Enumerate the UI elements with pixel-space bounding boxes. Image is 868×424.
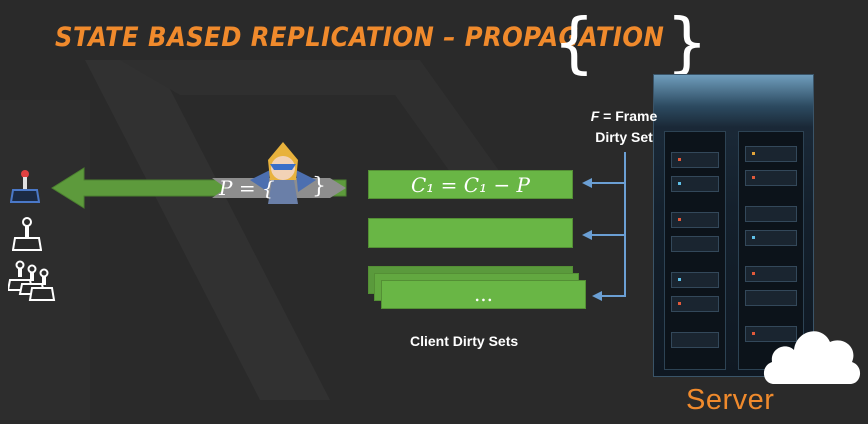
slide-title: STATE BASED REPLICATION – PROPAGATION (55, 22, 665, 53)
client-dirty-set-1-text: C₁ = C₁ − P (410, 173, 531, 197)
joystick-icon-2 (12, 217, 42, 251)
server-rack-icon (653, 74, 814, 377)
client-dirty-set-3: ... (381, 280, 586, 309)
joystick-icon (10, 170, 40, 203)
frame-dirty-set-label: F = Frame Dirty Set (574, 106, 674, 148)
client-dirty-sets-label: Client Dirty Sets (410, 333, 519, 349)
server-label: Server (686, 384, 775, 416)
frame-set-open-brace: { (553, 4, 595, 81)
frame-set-close-brace: } (666, 4, 708, 81)
client-dirty-set-3-text: ... (473, 282, 494, 306)
frame-dirty-set-text: Dirty Set (595, 129, 653, 145)
character-icon (250, 142, 316, 204)
propagation-set-close-brace: } (312, 174, 326, 199)
propagation-set-label: P = { (219, 176, 275, 200)
cloud-icon (763, 331, 861, 384)
frame-variable: F (590, 108, 600, 124)
client-dirty-set-2 (368, 218, 573, 248)
client-dirty-set-1: C₁ = C₁ − P (368, 170, 573, 199)
frame-definition: = Frame (599, 108, 658, 124)
joystick-group-icon (8, 260, 56, 301)
